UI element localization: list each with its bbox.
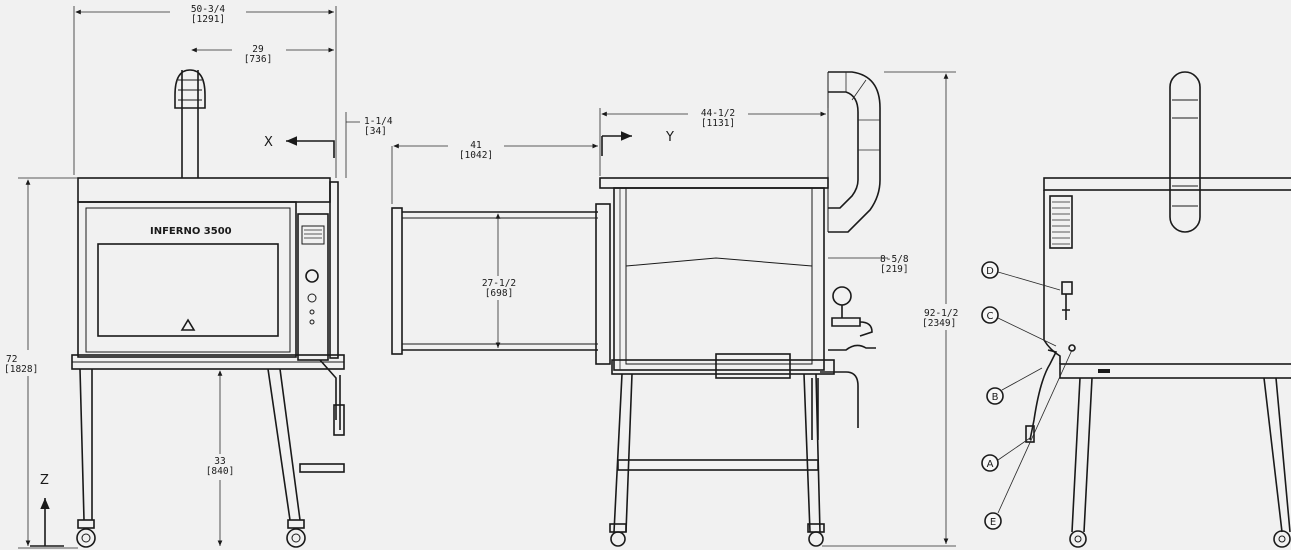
control-knob-icon — [305, 269, 319, 283]
leg-rear — [803, 373, 821, 533]
exhaust-stack — [181, 70, 199, 178]
dim-total-height-metric: [2349] — [922, 318, 956, 329]
gas-hose — [820, 371, 859, 428]
dim-side-offset: 1-1/4 — [364, 116, 393, 127]
dim-opening-height-metric: [698] — [485, 288, 514, 299]
exhaust-stack-rear — [1169, 71, 1201, 233]
oven-front-body — [77, 201, 297, 358]
rear-leg-right — [1263, 377, 1291, 533]
callout-b — [986, 387, 1004, 405]
rear-view — [1025, 71, 1291, 548]
vent-louvers — [1049, 195, 1073, 249]
svg-text:A: A — [987, 459, 994, 470]
leg-right — [267, 368, 301, 521]
front-dimensions: 50-3/4 [1291] 29 [736] 1-1/4 [34] X 72 [… — [4, 4, 393, 549]
oven-top-hood — [77, 177, 331, 203]
rear-body-edge — [1043, 190, 1061, 364]
svg-text:B: B — [992, 392, 999, 403]
axis-x-label: X — [264, 135, 273, 150]
exhaust-duct — [828, 71, 881, 233]
dim-stack-offset-metric: [736] — [244, 54, 273, 65]
control-panel — [297, 213, 329, 361]
gas-valve-d — [1061, 281, 1073, 295]
oven-window — [97, 243, 279, 337]
dim-overall-width: 50-3/4 — [191, 4, 226, 15]
conveyor-end — [391, 207, 403, 355]
rear-base-rail — [1059, 363, 1291, 379]
caster-icon — [1273, 530, 1291, 548]
brand-label: INFERNO 3500 — [150, 226, 232, 237]
dim-total-height: 92-1/2 — [924, 308, 958, 319]
callout-d — [981, 261, 999, 279]
leg-front — [613, 373, 633, 533]
svg-text:C: C — [987, 311, 994, 322]
axis-z-label: Z — [40, 473, 49, 488]
base-frame — [611, 359, 835, 375]
callout-e — [984, 512, 1002, 530]
conveyor-belt — [402, 211, 598, 351]
caster-icon — [610, 531, 626, 547]
dim-stack-offset: 29 — [252, 44, 264, 55]
dim-rear-offset-metric: [219] — [880, 264, 909, 275]
callout-c — [981, 306, 999, 324]
dim-oven-height: 72 — [6, 354, 17, 365]
axis-y-label: Y — [665, 130, 674, 145]
dim-oven-depth-metric: [1131] — [701, 118, 735, 129]
dim-leg-height: 33 — [214, 456, 225, 467]
pressure-gauge-icon — [832, 286, 852, 306]
oven-side-top — [599, 177, 829, 189]
shelf-bracket — [299, 463, 345, 473]
callout-a — [981, 454, 999, 472]
side-dimensions: 41 [1042] 44-1/2 [1131] Y 27-1/2 [698] 8… — [391, 71, 970, 547]
lower-shelf — [617, 459, 819, 471]
rear-top-hood — [1043, 177, 1291, 191]
dim-side-offset-metric: [34] — [364, 126, 387, 137]
dim-overall-width-metric: [1291] — [191, 14, 225, 25]
rear-gas-line — [1029, 349, 1058, 441]
leg-left — [79, 368, 93, 521]
dim-oven-height-metric: [1828] — [4, 364, 38, 375]
exhaust-elbow — [174, 69, 206, 109]
dim-rear-offset: 8-5/8 — [880, 254, 909, 265]
dim-oven-depth: 44-1/2 — [701, 108, 735, 119]
logo-icon — [180, 318, 196, 331]
dim-conveyor-length: 41 — [470, 140, 482, 151]
rear-leg-left — [1071, 377, 1093, 533]
gas-inlet-line — [828, 344, 876, 351]
oven-side-body — [613, 187, 825, 371]
front-view: INFERNO 3500 — [71, 69, 345, 548]
side-view — [391, 71, 881, 547]
svg-text:D: D — [986, 266, 994, 277]
motor-housing — [715, 353, 791, 379]
gas-line — [319, 359, 341, 430]
caster-icon — [286, 528, 306, 548]
caster-icon — [1069, 530, 1087, 548]
dim-leg-height-metric: [840] — [206, 466, 235, 477]
caster-icon — [76, 528, 96, 548]
dim-conveyor-length-metric: [1042] — [459, 150, 493, 161]
caster-icon — [808, 531, 824, 547]
svg-text:E: E — [990, 517, 996, 528]
dim-opening-height: 27-1/2 — [482, 278, 516, 289]
callouts: D C B A E — [981, 261, 1073, 530]
